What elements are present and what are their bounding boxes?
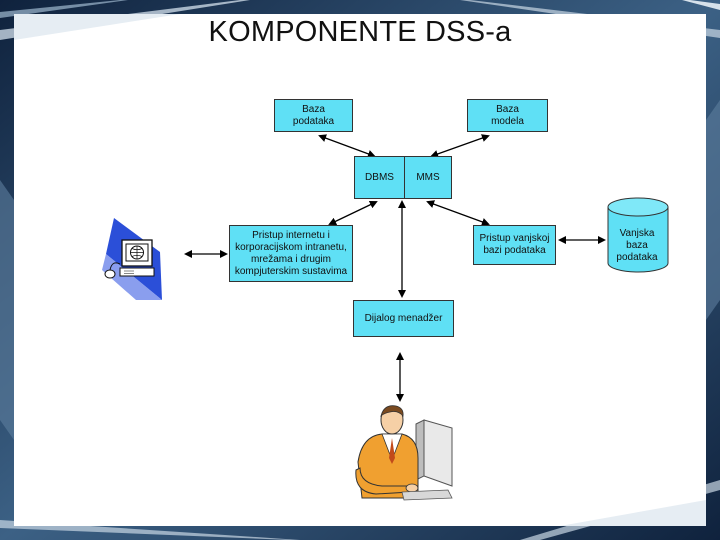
box-mms: MMS [404, 156, 452, 199]
box-pristup-vanjskoj-label: Pristup vanjskoj bazi podataka [479, 233, 550, 256]
box-mms-label: MMS [416, 171, 440, 183]
box-pristup-internetu-label: Pristup internetu i korporacijskom intra… [234, 229, 348, 277]
box-dbms: DBMS [354, 156, 405, 199]
box-baza-podataka: Baza podataka [274, 99, 353, 132]
box-baza-podataka-label: Baza podataka [292, 103, 335, 127]
box-pristup-vanjskoj: Pristup vanjskoj bazi podataka [473, 225, 556, 265]
box-dijalog-menadzer: Dijalog menadžer [353, 300, 454, 337]
database-cylinder-icon [607, 197, 669, 273]
slide-title: KOMPONENTE DSS-a [208, 16, 512, 48]
vanjska-baza-label: Vanjska baza podataka [616, 228, 658, 263]
box-baza-modela: Baza modela [467, 99, 548, 132]
box-dijalog-menadzer-label: Dijalog menadžer [364, 312, 443, 324]
box-dbms-label: DBMS [365, 171, 394, 183]
manager-at-desk-icon [355, 405, 453, 501]
box-baza-modela-label: Baza modela [491, 103, 524, 127]
computer-globe-icon [102, 218, 162, 300]
box-pristup-internetu: Pristup internetu i korporacijskom intra… [229, 225, 353, 282]
